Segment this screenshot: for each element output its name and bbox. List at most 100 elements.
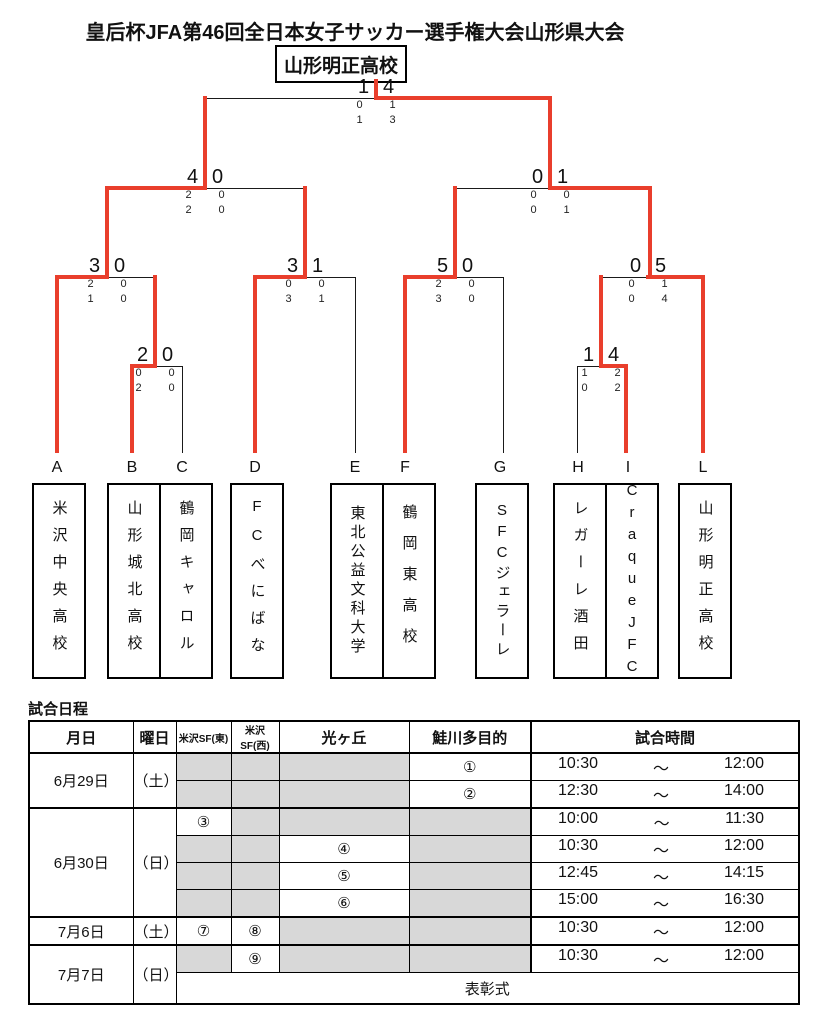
red-qf4-to-sf2 [648,186,652,279]
red-sf2-to-final [548,96,552,190]
line-final-left [205,98,376,99]
half-score: 0 [168,367,175,379]
time-end: 12:00 [723,837,764,854]
half-score: 0 [530,204,537,216]
seed-b: B [126,459,138,476]
venue-cell-empty [278,944,410,973]
half-score: 2 [435,278,442,290]
team-b-name: 山形城北高校 [125,500,143,662]
team-box-ef: 東北公益文科大学 鶴岡東高校 [330,483,436,679]
seed-d: D [249,459,261,476]
match-number-cell: ⑧ [230,916,280,946]
time-start: 10:30 [558,837,599,854]
col-match-time: 試合時間 [530,720,800,754]
seed-i: I [625,459,631,476]
team-f: 鶴岡東高校 [382,485,434,677]
team-i: CraqueJFC [605,482,657,680]
time-cell: 12:45～14:15 [530,862,800,890]
red-hi-to-qf4 [599,275,603,368]
venue-cell-empty [408,862,532,890]
team-box-l: 山形明正高校 [678,483,732,679]
team-e: 東北公益文科大学 [332,485,382,677]
seed-g: G [493,459,507,476]
red-stem-team-f [403,275,407,453]
venue-cell-empty [175,944,232,973]
stem-team-g [503,277,504,453]
schedule-row: 7月6日 （土） ⑦ ⑧ 10:30～12:00 [28,916,800,946]
venue-cell-empty [230,862,280,890]
score-digit: 0 [629,255,642,277]
team-c-name: 鶴岡キャロル [177,500,195,662]
time-tilde: ～ [652,788,669,805]
half-score: 0 [120,293,127,305]
red-sf1-to-final [203,96,207,190]
schedule-row: 6月29日 （土） ① 10:30～12:00 [28,752,800,809]
half-score: 0 [581,382,588,394]
col-venue-yonezawa-east: 米沢SF(東) [175,720,232,754]
seed-c: C [176,459,188,476]
half-score: 2 [614,382,621,394]
team-l-name: 山形明正高校 [696,500,714,662]
time-start: 10:30 [558,755,599,772]
date-cell: 6月29日 [28,752,134,809]
venue-cell-empty [408,944,532,973]
date-cell: 7月7日 [28,944,134,1005]
match-number-cell: ⑦ [175,916,232,946]
venue-cell-empty [230,780,280,809]
line-sf1-right [205,188,305,189]
half-score: 2 [87,278,94,290]
half-score: 1 [389,99,396,111]
half-score: 0 [168,382,175,394]
red-bc-to-qf1 [153,275,157,368]
schedule-row: 表彰式 [29,972,800,1005]
venue-cell-empty [278,780,410,809]
half-score: 0 [468,278,475,290]
venue-cell-empty [230,752,280,781]
venue-cell-empty [230,889,280,918]
half-score: 1 [581,367,588,379]
team-h: レガーレ酒田 [555,485,605,677]
half-score: 1 [563,204,570,216]
stem-team-h [577,366,578,453]
half-score: 0 [356,99,363,111]
half-score: 0 [628,293,635,305]
red-qf3-left [403,275,457,279]
score-digit: 0 [161,344,174,366]
schedule-row: ② 12:30～14:00 [29,780,800,809]
line-hi-left [577,366,601,367]
red-stem-team-d [253,275,257,453]
time-start: 10:30 [558,919,599,936]
schedule-row: ⑤ 12:45～14:15 [29,862,800,890]
match-number-cell: ⑥ [278,889,410,918]
team-box-bc: 山形城北高校 鶴岡キャロル [107,483,213,679]
line-qf3-right [455,277,503,278]
venue-cell-empty [175,835,232,863]
seed-h: H [572,459,584,476]
schedule-header-row: 月日 曜日 米沢SF(東) 米沢SF(西) 光ヶ丘 鮭川多目的 試合時間 [28,720,800,754]
team-box-a: 米沢中央高校 [32,483,86,679]
score-digit: 0 [113,255,126,277]
venue-cell-empty [230,807,280,836]
venue-cell-empty [175,862,232,890]
score-digit: 1 [311,255,324,277]
score-digit: 4 [382,76,395,98]
half-score: 0 [218,189,225,201]
line-bc-right [155,366,182,367]
red-bc-left [130,364,157,368]
venue-cell-empty [408,835,532,863]
time-cell: 10:30～12:00 [530,752,800,781]
score-digit: 0 [531,166,544,188]
day-cell: （日） [132,944,179,1005]
score-digit: 0 [461,255,474,277]
match-number-cell: ④ [278,835,410,863]
tournament-title: 皇后杯JFA第46回全日本女子サッカー選手権大会山形県大会 [85,22,625,44]
red-qf1-to-sf1 [105,186,109,279]
time-end: 11:30 [725,810,764,827]
line-qf1-right [107,277,155,278]
award-ceremony-cell: 表彰式 [175,972,800,1005]
line-sf2-left [455,188,550,189]
half-score: 2 [185,189,192,201]
venue-cell-empty [278,807,410,836]
half-score: 0 [318,278,325,290]
